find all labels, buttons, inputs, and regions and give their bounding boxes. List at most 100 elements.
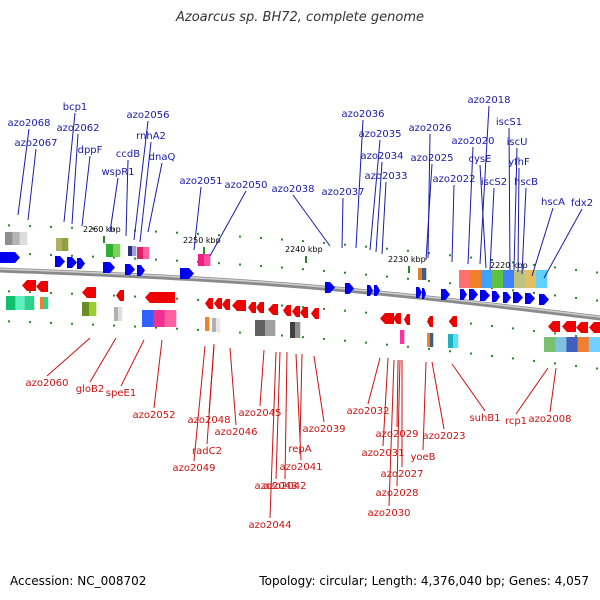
leader-line <box>549 367 557 413</box>
tick-mark <box>281 266 283 269</box>
tick-mark <box>8 224 10 227</box>
tick-mark <box>92 227 94 230</box>
feature-box <box>255 320 276 336</box>
tick-mark <box>302 240 304 243</box>
genome-backbone <box>0 267 600 321</box>
leader-line <box>367 357 381 405</box>
feature-box <box>40 297 49 309</box>
tick-mark <box>344 243 346 246</box>
reverse-gene-arrow <box>222 299 230 310</box>
tick-mark <box>260 264 262 267</box>
gene-label-azo2046: azo2046 <box>215 427 258 438</box>
tick-mark <box>29 321 31 324</box>
leader-line <box>229 347 237 426</box>
leader-line <box>292 194 331 247</box>
gene-label-fdx2: fdx2 <box>571 198 593 209</box>
reverse-gene-arrow <box>404 314 410 325</box>
leader-line <box>531 207 554 277</box>
leader-line <box>284 351 288 480</box>
tick-mark <box>71 226 73 229</box>
feature-segment <box>137 247 144 259</box>
leader-line <box>467 146 474 265</box>
tick-mark <box>575 296 577 299</box>
gene-label-rcp1: rcp1 <box>505 416 527 427</box>
feature-box <box>459 270 548 288</box>
forward-gene-arrow <box>67 257 77 268</box>
forward-gene-arrow <box>513 292 523 303</box>
gene-label-azo2038: azo2038 <box>272 184 315 195</box>
forward-gene-arrow <box>103 262 115 273</box>
reverse-gene-arrow <box>256 302 264 313</box>
reverse-gene-arrow <box>589 322 600 333</box>
scale-label: 2250 kbp <box>183 236 221 245</box>
leader-line <box>120 339 145 387</box>
tick-mark <box>302 306 304 309</box>
tick-mark <box>8 320 10 323</box>
tick-mark <box>50 321 52 324</box>
tick-mark <box>71 292 73 295</box>
tick-mark <box>113 294 115 297</box>
tick-mark <box>344 309 346 312</box>
feature-segment <box>481 270 493 288</box>
leader-line <box>17 128 30 216</box>
leader-line <box>139 141 152 243</box>
gene-label-azo2048: azo2048 <box>188 415 231 426</box>
gene-label-dppf: dppF <box>78 145 103 156</box>
tick-mark <box>554 294 556 297</box>
tick-mark <box>596 299 598 302</box>
major-tick <box>203 247 205 254</box>
scale-label: 2260 kbp <box>83 225 121 234</box>
tick-mark <box>449 350 451 353</box>
gene-label-azo2022: azo2022 <box>433 174 476 185</box>
feature-box <box>114 307 123 321</box>
leader-line <box>313 355 325 423</box>
tick-mark <box>323 337 325 340</box>
forward-gene-arrow <box>503 292 511 303</box>
tick-mark <box>71 254 73 257</box>
feature-segment <box>427 333 431 347</box>
gene-label-azo2033: azo2033 <box>365 171 408 182</box>
feature-box <box>5 232 28 245</box>
leader-line <box>259 349 265 407</box>
leader-line <box>479 164 487 269</box>
gene-label-azo2045: azo2045 <box>239 408 282 419</box>
forward-gene-arrow <box>460 289 467 300</box>
feature-segment <box>19 232 28 245</box>
gene-label-azo2023: azo2023 <box>423 431 466 442</box>
tick-mark <box>176 231 178 234</box>
feature-segment <box>216 318 221 332</box>
tick-mark <box>386 343 388 346</box>
reverse-gene-arrow <box>311 308 319 319</box>
leader-line <box>513 147 518 271</box>
tick-mark <box>197 298 199 301</box>
tick-mark <box>302 268 304 271</box>
tick-mark <box>575 268 577 271</box>
feature-segment <box>588 337 600 352</box>
tick-mark <box>533 291 535 294</box>
figure-title: Azoarcus sp. BH72, complete genome <box>175 10 425 25</box>
tick-mark <box>176 259 178 262</box>
tick-mark <box>281 334 283 337</box>
gene-label-azo2051: azo2051 <box>180 176 223 187</box>
feature-segment <box>525 270 537 288</box>
gene-label-yoeb: yoeB <box>410 452 435 463</box>
leader-line <box>422 361 427 451</box>
gene-label-spee1: speE1 <box>106 388 136 399</box>
feature-segment <box>459 270 471 288</box>
gene-label-azo2067: azo2067 <box>15 138 58 149</box>
forward-gene-arrow <box>345 283 354 294</box>
gene-label-glob2: gloB2 <box>76 384 104 395</box>
feature-box <box>290 322 301 338</box>
leader-line <box>431 361 445 430</box>
reverse-gene-arrow <box>562 321 576 332</box>
tick-mark <box>407 249 409 252</box>
gene-label-azo2037: azo2037 <box>322 187 365 198</box>
tick-mark <box>134 295 136 298</box>
genome-summary-text: Topology: circular; Length: 4,376,040 bp… <box>259 574 589 588</box>
tick-mark <box>29 253 31 256</box>
forward-gene-arrow <box>422 288 426 299</box>
gene-label-azo2025: azo2025 <box>411 153 454 164</box>
gene-label-hscb: hscB <box>514 177 538 188</box>
feature-segment <box>113 244 121 257</box>
gene-label-wspr1: wspR1 <box>101 167 134 178</box>
